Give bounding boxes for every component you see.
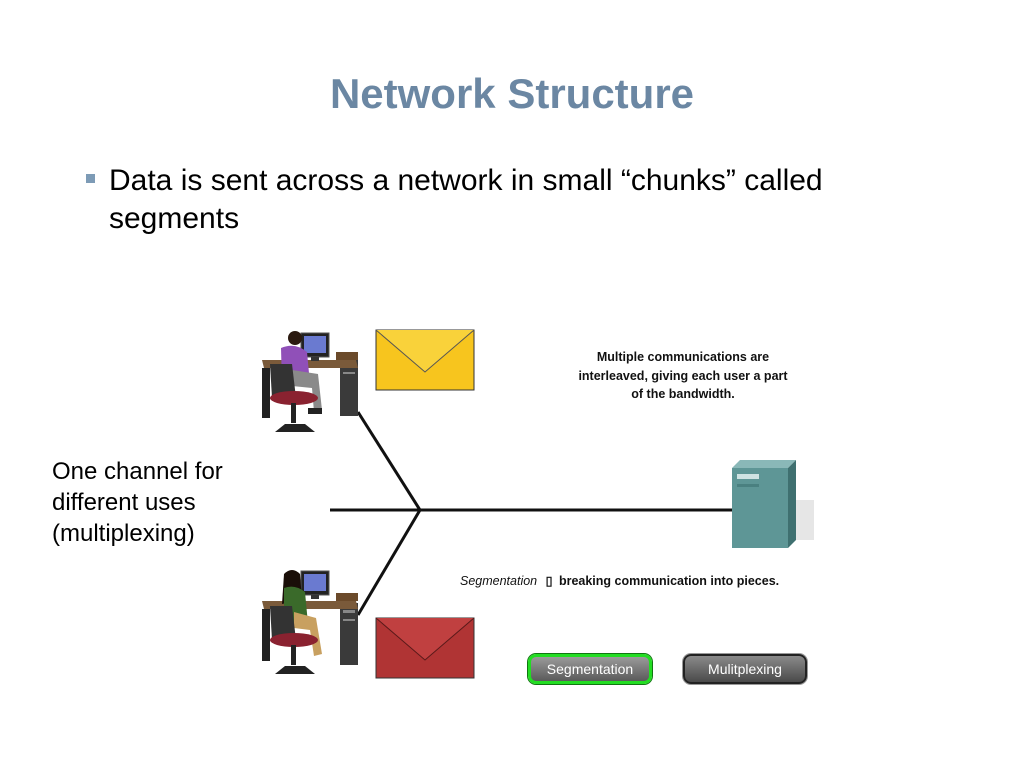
envelope-bottom-icon xyxy=(375,617,475,679)
workstation-user-1-icon xyxy=(262,331,358,432)
network-lines xyxy=(330,411,736,616)
top-branch-line xyxy=(356,411,422,511)
multiplexing-button[interactable]: Mulitplexing xyxy=(683,654,807,684)
interleave-note-line-1: Multiple communications are xyxy=(597,350,769,364)
segmentation-button[interactable]: Segmentation xyxy=(528,654,652,684)
bullet-text: Data is sent across a network in small “… xyxy=(109,164,823,235)
envelope-top-icon xyxy=(375,329,475,391)
multiplexing-label: One channel for different uses (multiple… xyxy=(52,456,292,549)
multiplexing-label-line-2: different uses xyxy=(52,489,196,516)
segmentation-term: Segmentation xyxy=(460,574,537,588)
slide-title: Network Structure xyxy=(329,70,695,117)
segmentation-definition-text: breaking communication into pieces. xyxy=(559,574,779,588)
multiplexing-label-line-3: (multiplexing) xyxy=(52,520,195,547)
interleave-note-line-3: of the bandwidth. xyxy=(631,387,734,401)
segmentation-separator: ▯ xyxy=(546,574,553,588)
multiplexing-label-line-1: One channel for xyxy=(52,458,223,485)
workstation-user-2-icon xyxy=(262,570,358,674)
bullet-square-icon xyxy=(86,174,95,183)
segmentation-definition: Segmentation ▯ breaking communication in… xyxy=(460,572,779,589)
server-icon xyxy=(732,460,814,548)
interleave-note-line-2: interleaved, giving each user a part xyxy=(578,369,788,383)
bottom-branch-line xyxy=(356,509,422,616)
